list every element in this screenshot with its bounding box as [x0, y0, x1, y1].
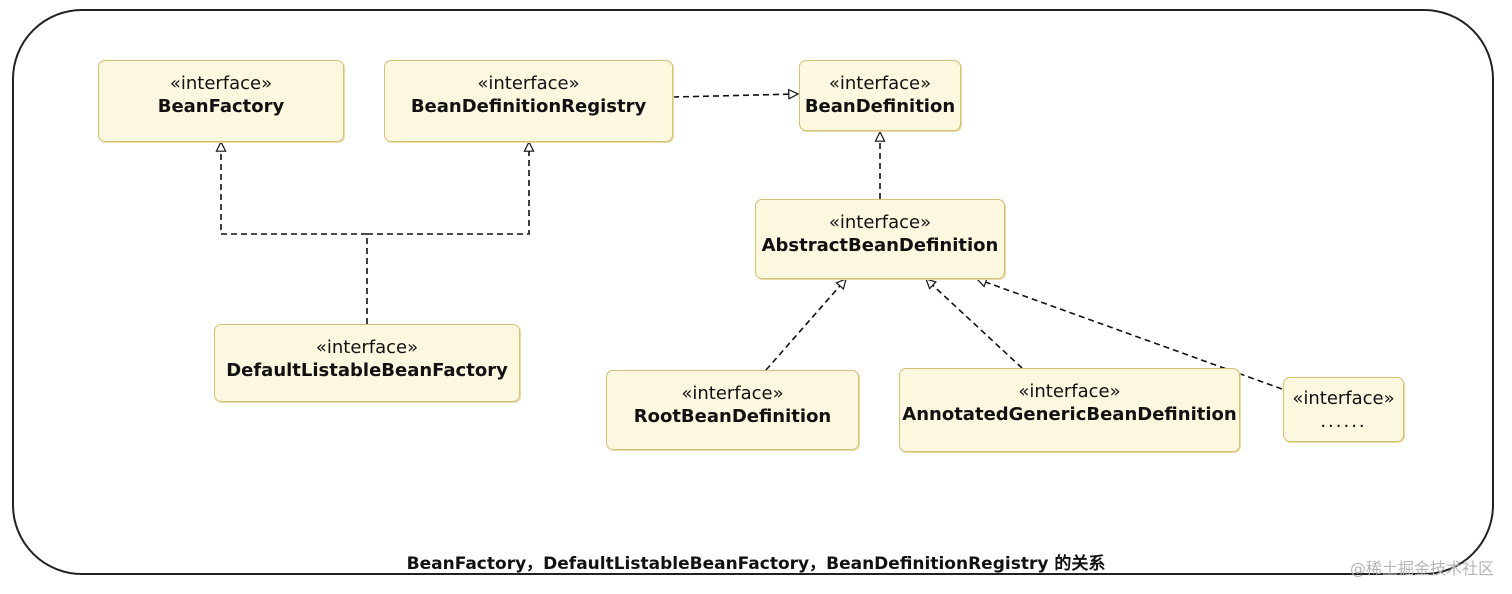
- diagram-frame: [12, 9, 1494, 575]
- node-bean-factory: «interface» BeanFactory: [98, 60, 344, 142]
- node-more-implementations: «interface» ......: [1283, 377, 1404, 442]
- node-stereotype: «interface»: [169, 73, 273, 94]
- node-root-bean-definition: «interface» RootBeanDefinition: [606, 370, 859, 450]
- node-name: BeanDefinitionRegistry: [410, 96, 647, 117]
- edge-defaultlistable-to-beanfactory-registry: [221, 142, 529, 324]
- node-annotated-generic-bean-definition: «interface» AnnotatedGenericBeanDefiniti…: [899, 368, 1240, 452]
- edge-annotated-to-abstract: [926, 279, 1023, 369]
- node-name: BeanFactory: [157, 96, 285, 117]
- node-default-listable-bean-factory: «interface» DefaultListableBeanFactory: [214, 324, 520, 402]
- node-stereotype: «interface»: [828, 73, 932, 94]
- node-abstract-bean-definition: «interface» AbstractBeanDefinition: [755, 199, 1005, 279]
- diagram-caption: BeanFactory，DefaultListableBeanFactory，B…: [406, 554, 1106, 574]
- node-stereotype: «interface»: [477, 73, 580, 94]
- node-name: AbstractBeanDefinition: [761, 235, 999, 256]
- node-stereotype: «interface»: [681, 383, 784, 404]
- edge-registry-to-beandefinition: [672, 94, 798, 97]
- node-name: BeanDefinition: [804, 96, 956, 117]
- node-name: AnnotatedGenericBeanDefinition: [902, 404, 1237, 425]
- node-stereotype: «interface»: [315, 337, 419, 358]
- node-bean-definition-registry: «interface» BeanDefinitionRegistry: [384, 60, 673, 142]
- node-bean-definition: «interface» BeanDefinition: [799, 60, 961, 131]
- watermark: @稀土掘金技术社区: [1349, 559, 1494, 578]
- node-name: DefaultListableBeanFactory: [226, 360, 508, 381]
- node-stereotype: «interface»: [1018, 381, 1121, 402]
- edge-root-to-abstract: [765, 279, 846, 371]
- node-name: RootBeanDefinition: [633, 406, 832, 427]
- node-stereotype: «interface»: [1292, 388, 1395, 409]
- node-name: ......: [1320, 411, 1367, 432]
- node-stereotype: «interface»: [828, 212, 932, 233]
